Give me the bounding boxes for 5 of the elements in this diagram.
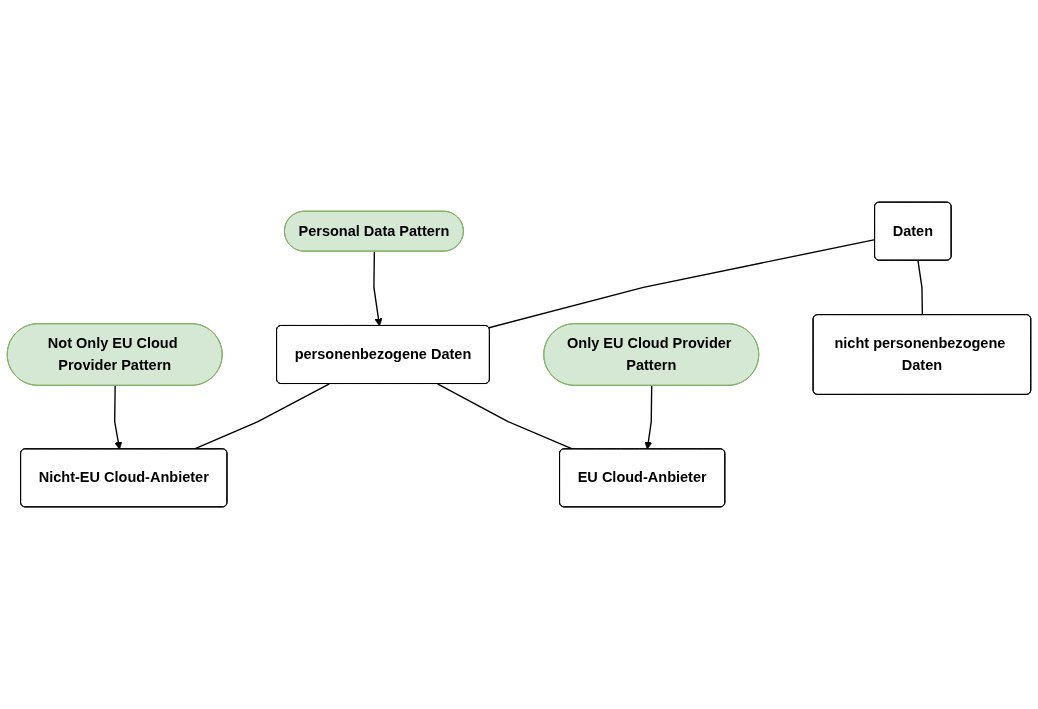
arrow (114, 385, 123, 450)
connector (488, 238, 876, 329)
connector (917, 259, 924, 316)
arrow (373, 250, 383, 327)
arrow (644, 385, 653, 450)
